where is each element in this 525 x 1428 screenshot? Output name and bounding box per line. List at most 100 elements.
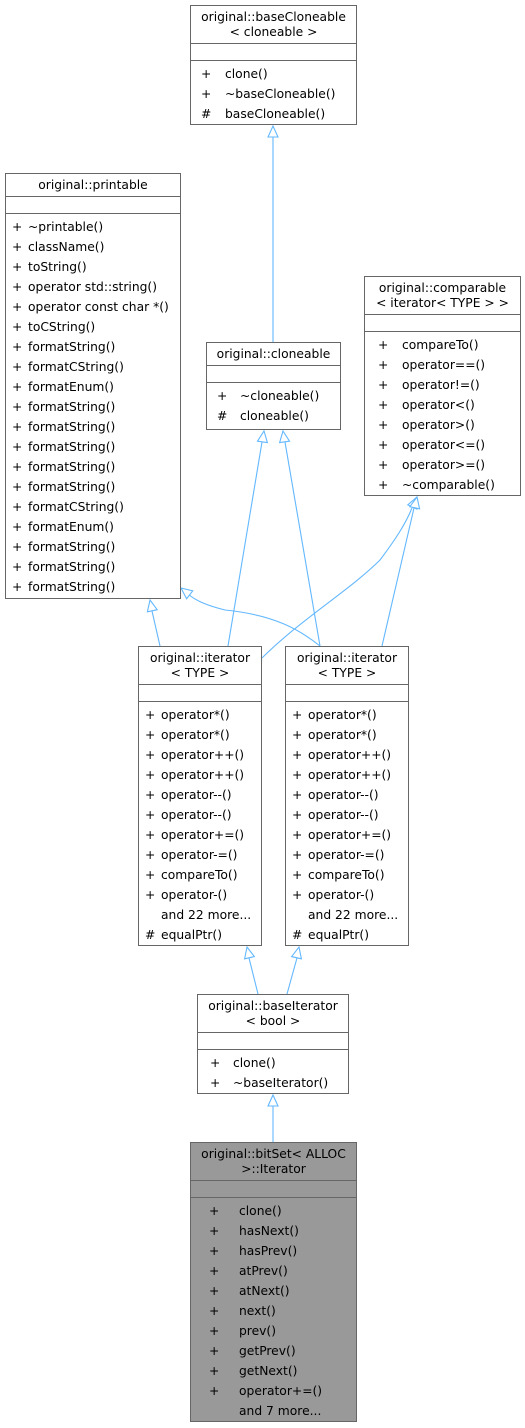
member-row[interactable]: +formatString() (6, 577, 180, 597)
member-row[interactable]: +className() (6, 237, 180, 257)
class-iterator-left[interactable]: original::iterator < TYPE > +operator*()… (138, 646, 262, 946)
member-row[interactable]: +operator const char *() (6, 297, 180, 317)
member-name: operator-() (308, 888, 375, 902)
member-row[interactable]: +formatString() (6, 397, 180, 417)
edge-bitset-to-baseIterator-arrowhead (267, 1093, 279, 1107)
member-name: and 7 more... (239, 1404, 322, 1418)
member-row[interactable]: +formatString() (6, 337, 180, 357)
member-row[interactable]: +clone() (191, 1201, 356, 1221)
member-row[interactable]: +formatString() (6, 557, 180, 577)
member-row[interactable]: +operator++() (286, 745, 408, 765)
member-row[interactable]: +operator+=() (191, 1381, 356, 1401)
member-row[interactable]: +clone() (191, 64, 356, 84)
member-row[interactable]: +~comparable() (365, 475, 520, 495)
member-row[interactable]: +operator+=() (286, 825, 408, 845)
member-name: operator*() (308, 708, 377, 722)
member-row[interactable]: +operator>=() (365, 455, 520, 475)
member-row[interactable]: +next() (191, 1301, 356, 1321)
member-row[interactable]: +compareTo() (139, 865, 261, 885)
member-row[interactable]: #cloneable() (207, 406, 340, 426)
member-row[interactable]: +atNext() (191, 1281, 356, 1301)
member-row[interactable]: +getNext() (191, 1361, 356, 1381)
class-iterator-right[interactable]: original::iterator < TYPE > +operator*()… (285, 646, 409, 946)
member-row[interactable]: +prev() (191, 1321, 356, 1341)
member-row[interactable]: +operator++() (286, 765, 408, 785)
operations-section: +operator*()+operator*()+operator++()+op… (139, 701, 261, 947)
member-row[interactable]: +operator!=() (365, 375, 520, 395)
member-row[interactable]: +atPrev() (191, 1261, 356, 1281)
member-row[interactable]: +operator*() (139, 725, 261, 745)
member-row[interactable]: +~baseIterator() (198, 1073, 348, 1093)
member-name: formatCString() (28, 500, 124, 514)
member-row[interactable]: +operator*() (286, 705, 408, 725)
member-row[interactable]: +operator*() (139, 705, 261, 725)
member-name: atNext() (239, 1284, 290, 1298)
member-row[interactable]: +operator-() (286, 885, 408, 905)
member-row[interactable]: +operator--() (286, 805, 408, 825)
member-row[interactable]: +formatString() (6, 477, 180, 497)
member-row[interactable]: +toString() (6, 257, 180, 277)
visibility-symbol: + (292, 868, 303, 882)
visibility-symbol: + (378, 418, 389, 432)
member-row[interactable]: +operator++() (139, 765, 261, 785)
member-row[interactable]: +formatString() (6, 437, 180, 457)
visibility-symbol: + (209, 1244, 220, 1258)
member-row[interactable]: +operator==() (365, 355, 520, 375)
operations-section: +~cloneable()#cloneable() (207, 382, 340, 428)
member-row[interactable]: +operator--() (139, 785, 261, 805)
member-row[interactable]: +compareTo() (365, 335, 520, 355)
class-bitSet-Iterator[interactable]: original::bitSet< ALLOC >::Iterator +clo… (190, 1142, 357, 1422)
member-row[interactable]: +formatString() (6, 417, 180, 437)
class-printable[interactable]: original::printable +~printable()+classN… (5, 173, 181, 599)
class-baseIterator[interactable]: original::baseIterator < bool > +clone()… (197, 994, 349, 1094)
class-cloneable[interactable]: original::cloneable +~cloneable()#clonea… (206, 342, 341, 430)
member-row[interactable]: #equalPtr() (286, 925, 408, 945)
member-row[interactable]: +operator*() (286, 725, 408, 745)
visibility-symbol: + (209, 1384, 220, 1398)
member-row[interactable]: #baseCloneable() (191, 104, 356, 124)
member-row[interactable]: +~baseCloneable() (191, 84, 356, 104)
member-row[interactable]: +operator++() (139, 745, 261, 765)
member-row[interactable]: +formatString() (6, 537, 180, 557)
member-row[interactable]: +clone() (198, 1053, 348, 1073)
member-row[interactable]: +~printable() (6, 217, 180, 237)
class-name: original::bitSet< ALLOC (201, 1147, 346, 1161)
visibility-symbol: + (201, 67, 212, 81)
member-row[interactable]: +toCString() (6, 317, 180, 337)
member-row[interactable]: +hasPrev() (191, 1241, 356, 1261)
member-row[interactable]: +formatCString() (6, 357, 180, 377)
member-row[interactable]: #equalPtr() (139, 925, 261, 945)
class-name: original::iterator (296, 651, 398, 665)
member-row[interactable]: +operator-=() (139, 845, 261, 865)
member-row[interactable]: and 22 more... (139, 905, 261, 925)
member-row[interactable]: +operator<() (365, 395, 520, 415)
member-row[interactable]: +operator+=() (139, 825, 261, 845)
member-name: operator--() (308, 788, 379, 802)
member-row[interactable]: +formatCString() (6, 497, 180, 517)
class-title: original::comparable < iterator< TYPE > … (365, 277, 520, 314)
member-name: operator-() (161, 888, 228, 902)
member-row[interactable]: +formatEnum() (6, 517, 180, 537)
member-row[interactable]: +operator>() (365, 415, 520, 435)
member-row[interactable]: +operator std::string() (6, 277, 180, 297)
class-baseCloneable[interactable]: original::baseCloneable < cloneable > +c… (190, 5, 357, 125)
member-name: compareTo() (402, 338, 479, 352)
member-row[interactable]: and 22 more... (286, 905, 408, 925)
member-row[interactable]: +~cloneable() (207, 386, 340, 406)
member-row[interactable]: +hasNext() (191, 1221, 356, 1241)
member-row[interactable]: +operator<=() (365, 435, 520, 455)
member-row[interactable]: +compareTo() (286, 865, 408, 885)
member-row[interactable]: +operator-() (139, 885, 261, 905)
member-row[interactable]: +formatEnum() (6, 377, 180, 397)
member-row[interactable]: +operator--() (286, 785, 408, 805)
member-row[interactable]: and 7 more... (191, 1401, 356, 1421)
member-row[interactable]: +operator--() (139, 805, 261, 825)
member-row[interactable]: +operator-=() (286, 845, 408, 865)
visibility-symbol: + (209, 1344, 220, 1358)
member-row[interactable]: +getPrev() (191, 1341, 356, 1361)
class-comparable[interactable]: original::comparable < iterator< TYPE > … (364, 276, 521, 496)
edge-iterR-to-printable-arrowhead (179, 587, 194, 600)
visibility-symbol: + (209, 1364, 220, 1378)
member-row[interactable]: +formatString() (6, 457, 180, 477)
edge-iterR-to-comparable-arrowhead (408, 495, 421, 510)
